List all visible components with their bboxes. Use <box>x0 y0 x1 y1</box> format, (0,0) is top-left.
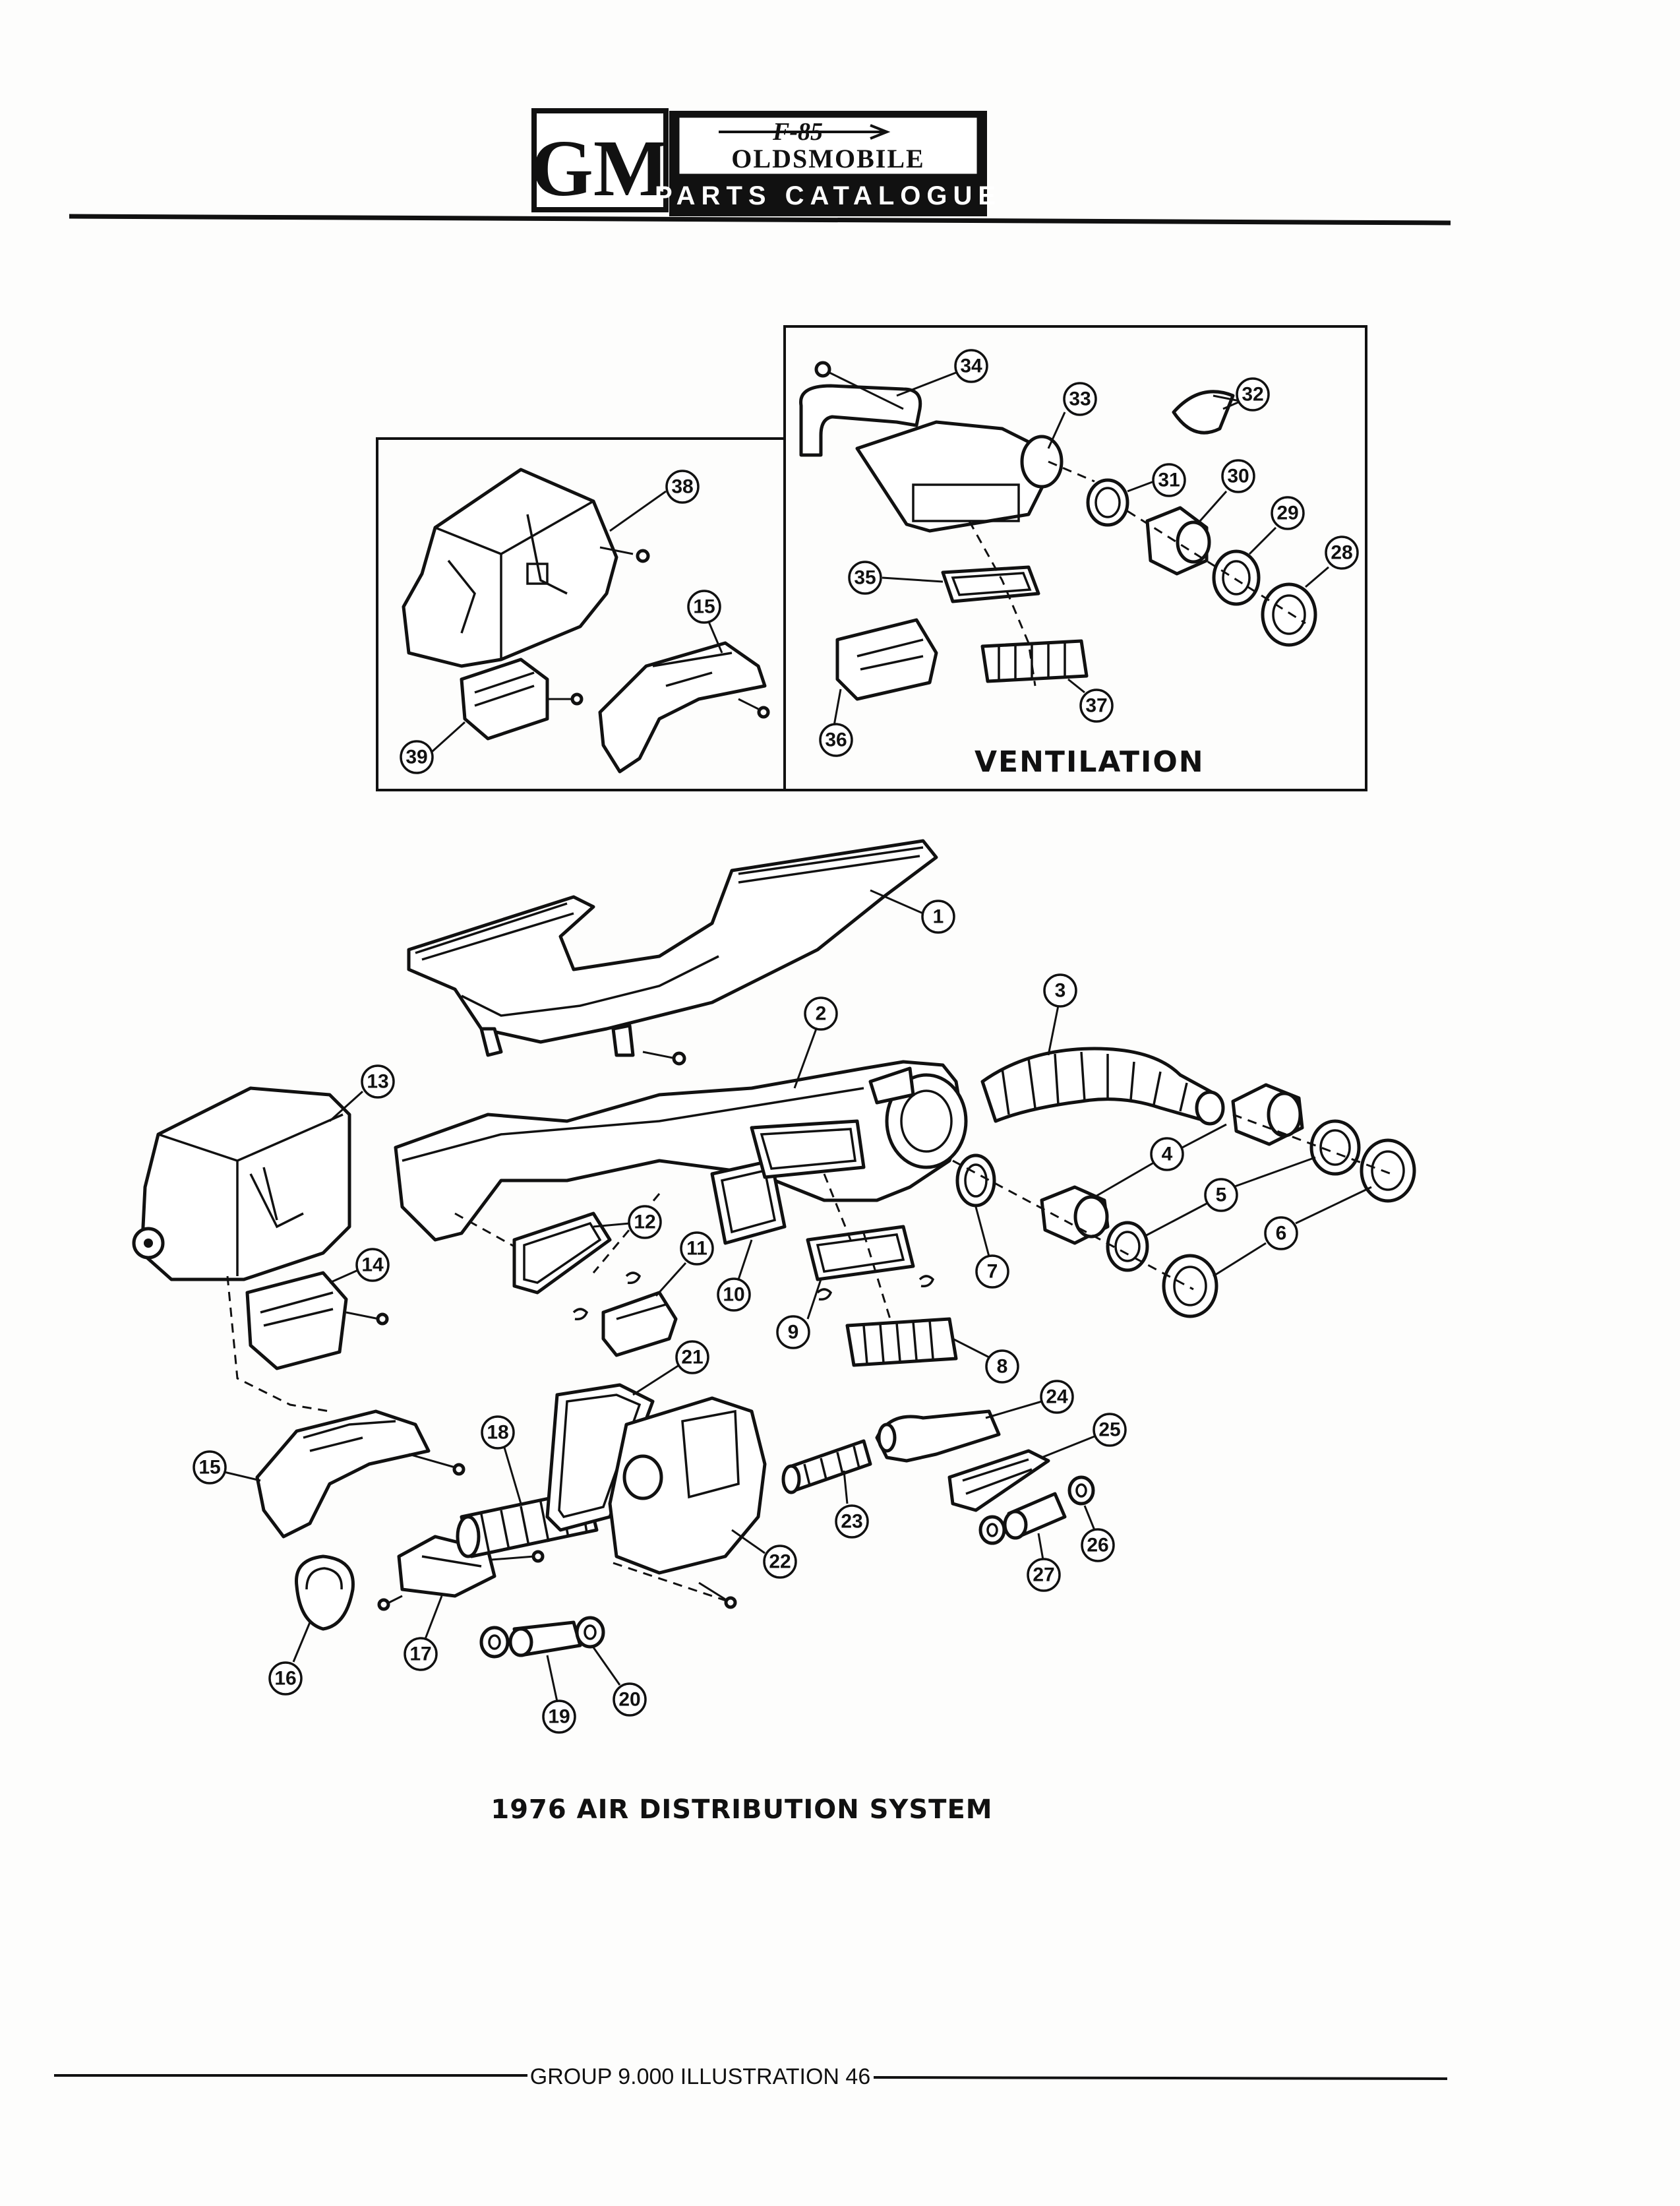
washer-20-left <box>479 1626 510 1659</box>
flex-hose-3 <box>980 1047 1225 1126</box>
washer-20-right <box>575 1616 605 1649</box>
callout-25: 25 <box>1098 1419 1120 1441</box>
callout-8: 8 <box>997 1356 1008 1378</box>
callout-7: 7 <box>987 1261 998 1283</box>
callout-38: 38 <box>671 476 693 498</box>
heater-housing-38 <box>402 468 650 668</box>
ring-31 <box>1086 478 1129 527</box>
callout-35: 35 <box>854 567 876 589</box>
catalogue-title: PARTS CATALOGUE <box>655 181 1002 210</box>
outlet-36 <box>835 618 938 701</box>
callout-29: 29 <box>1276 503 1298 524</box>
callout-23: 23 <box>841 1511 862 1533</box>
callout-4: 4 <box>1162 1144 1173 1165</box>
nozzle-4-upper <box>1231 1083 1304 1146</box>
bezel-5-upper <box>1309 1119 1361 1176</box>
screw-34 <box>814 361 831 378</box>
callout-15-inset: 15 <box>693 596 715 618</box>
gm-logo-box <box>531 108 669 212</box>
callout-31: 31 <box>1158 470 1180 491</box>
bracket-32 <box>1172 390 1235 435</box>
flex-hose-23 <box>781 1439 872 1494</box>
outlet-11 <box>601 1291 678 1357</box>
callout-2: 2 <box>816 1003 827 1025</box>
callout-3: 3 <box>1055 980 1066 1002</box>
callout-37: 37 <box>1085 695 1107 717</box>
callout-11: 11 <box>686 1238 707 1260</box>
heater-case-13 <box>132 1086 351 1281</box>
callout-13: 13 <box>367 1071 388 1093</box>
callout-28: 28 <box>1331 542 1352 564</box>
callout-36: 36 <box>825 729 847 751</box>
callout-24: 24 <box>1046 1386 1068 1408</box>
bezel-29 <box>1212 549 1261 606</box>
page-footer: GROUP 9.000 ILLUSTRATION 46 <box>54 2064 1448 2089</box>
callout-26: 26 <box>1087 1535 1108 1556</box>
side-duct-15-main <box>255 1409 465 1539</box>
model-logo: F-85 <box>772 118 823 146</box>
callout-27: 27 <box>1033 1564 1054 1586</box>
callout-20: 20 <box>618 1689 640 1711</box>
outlet-39 <box>460 658 584 741</box>
main-diagram: 1 2 3 <box>132 839 1416 1734</box>
clamp-16 <box>295 1554 355 1631</box>
callout-6: 6 <box>1276 1223 1287 1244</box>
make-name: OLDSMOBILE <box>731 144 924 173</box>
distributor-22 <box>608 1396 767 1609</box>
catalogue-header: GM F-85 OLDSMOBILE PARTS CATALOGUE <box>69 108 1451 226</box>
callout-18: 18 <box>487 1422 508 1444</box>
elbow-24 <box>875 1409 1001 1463</box>
gasket-9 <box>806 1225 915 1281</box>
gm-logo: GM <box>531 124 669 213</box>
side-duct-15 <box>598 641 770 774</box>
callout-19: 19 <box>548 1706 570 1728</box>
gasket-10 <box>710 1119 866 1245</box>
callout-14: 14 <box>361 1254 384 1276</box>
footer-reference: GROUP 9.000 ILLUSTRATION 46 <box>530 2064 871 2089</box>
grille-37 <box>980 639 1089 683</box>
callout-22: 22 <box>769 1551 791 1573</box>
callout-33: 33 <box>1069 388 1091 410</box>
ball-outlet-28 <box>1261 582 1317 647</box>
washer-27 <box>978 1515 1006 1545</box>
nozzle-30 <box>1145 506 1211 576</box>
callout-34: 34 <box>960 355 982 377</box>
ventilation-frame <box>783 325 1367 791</box>
callout-1: 1 <box>933 906 944 928</box>
callout-5: 5 <box>1216 1184 1227 1206</box>
callout-10: 10 <box>723 1284 744 1306</box>
ball-outlet-6-lower <box>1162 1254 1218 1318</box>
diagram-caption: 1976 AIR DISTRIBUTION SYSTEM <box>491 1794 992 1825</box>
vent-duct-33 <box>855 420 1064 533</box>
callout-15-main: 15 <box>198 1457 220 1479</box>
defroster-duct-1 <box>407 839 938 1066</box>
outlet-25 <box>947 1449 1050 1512</box>
ball-outlet-6-upper <box>1360 1138 1416 1203</box>
logo-arrow-head <box>870 124 891 140</box>
header-rule <box>69 214 1451 226</box>
callout-32: 32 <box>1242 384 1263 406</box>
ventilation-panel: 34 33 32 31 30 29 28 35 36 37 VENTILATIO… <box>783 325 1367 791</box>
callout-12: 12 <box>634 1211 655 1233</box>
washer-26 <box>1067 1475 1095 1506</box>
distribution-duct-2 <box>394 1060 968 1242</box>
ring-7 <box>955 1153 996 1208</box>
nozzle-4-lower <box>1040 1185 1110 1245</box>
callout-39: 39 <box>405 747 427 768</box>
header-title-box <box>676 114 980 177</box>
gasket-12 <box>512 1211 612 1295</box>
ventilation-title: VENTILATION <box>975 745 1205 779</box>
callout-17: 17 <box>409 1643 431 1665</box>
callout-30: 30 <box>1227 466 1249 487</box>
inset-panel: 38 15 39 <box>376 437 786 791</box>
grille-8 <box>845 1317 958 1367</box>
callout-21: 21 <box>681 1347 703 1368</box>
outlet-14 <box>245 1271 389 1370</box>
callout-9: 9 <box>788 1322 799 1343</box>
callout-16: 16 <box>274 1668 296 1690</box>
